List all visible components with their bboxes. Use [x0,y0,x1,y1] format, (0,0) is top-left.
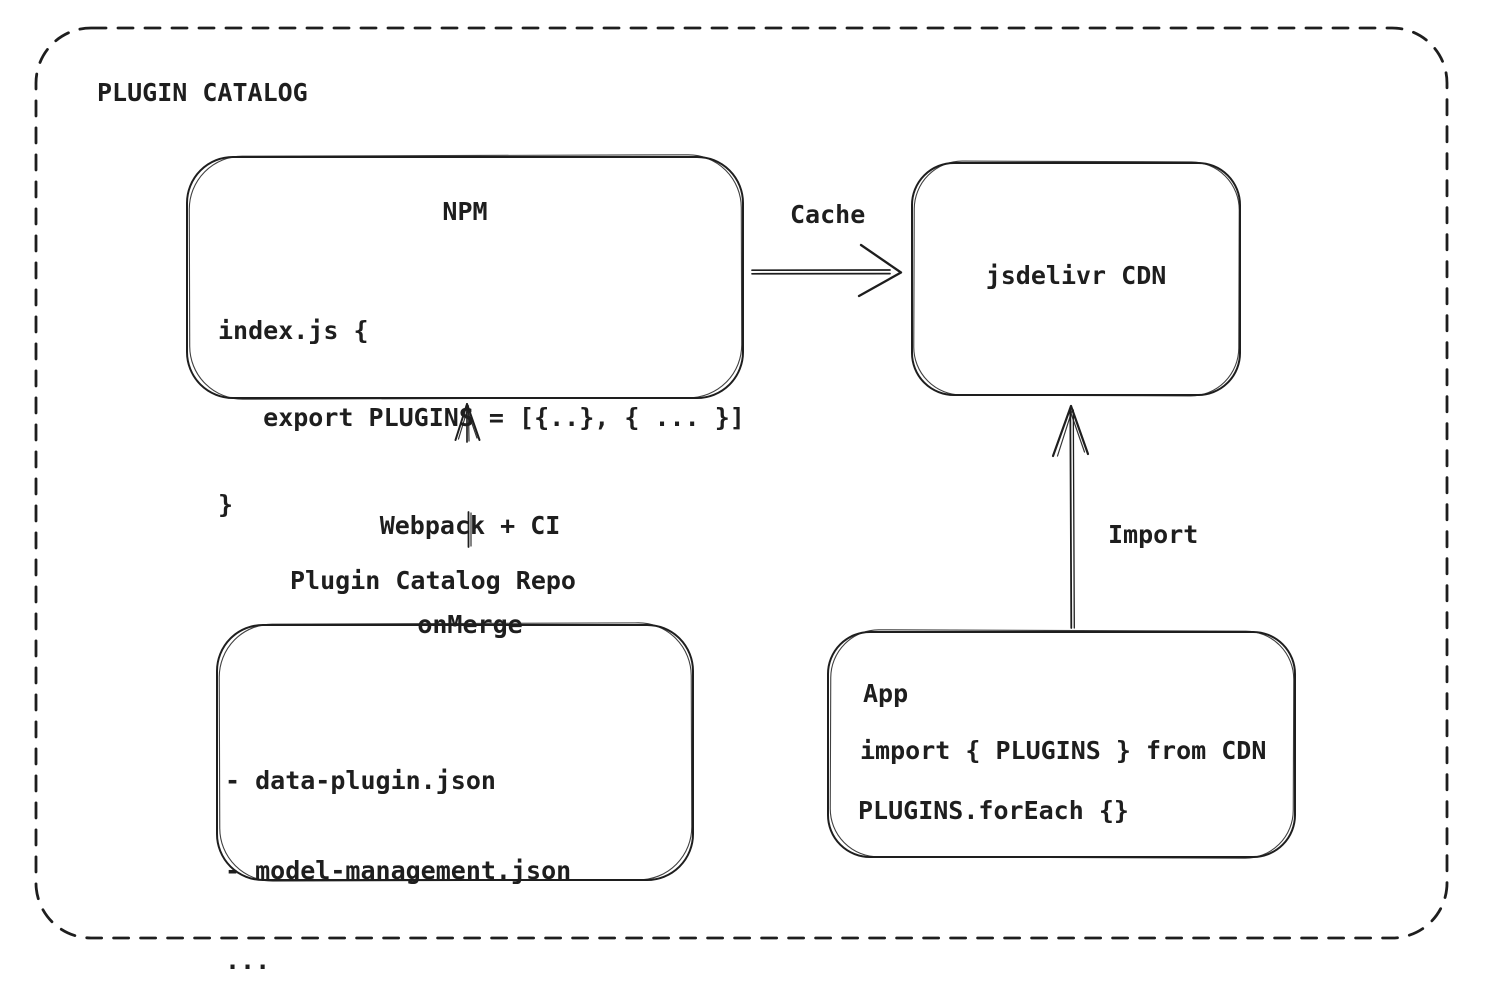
npm-code-line: } [218,490,234,519]
npm-code: index.js { export PLUGINS = [{..}, { ...… [218,258,745,577]
import-arrow-label: Import [1108,520,1199,549]
npm-title: NPM [442,197,488,226]
app-box [827,629,1296,859]
npm-box [186,154,744,400]
build-arrow-label: Webpack + CI onMerge [350,443,590,707]
repo-file-item: ... [225,946,271,975]
npm-code-line: export PLUGINS = [{..}, { ... }] [218,403,745,432]
catalog-boundary [34,26,1449,940]
app-title: App [863,679,909,708]
build-arrow-label-line1: Webpack + CI [379,511,561,540]
app-code-line: PLUGINS.forEach {} [858,796,1129,825]
cache-arrow-label: Cache [790,200,866,229]
import-arrow [1051,404,1090,629]
repo-file-list: - data-plugin.json - model-management.js… [225,706,571,1002]
cdn-box [911,160,1241,397]
repo-box [216,622,694,882]
npm-code-line: index.js { [218,316,369,345]
cache-arrow [751,243,903,298]
app-code-line: import { PLUGINS } from CDN [860,736,1267,765]
build-arrow [454,403,481,548]
repo-file-item: - data-plugin.json [225,766,496,795]
cdn-label: jsdelivr CDN [985,261,1167,290]
repo-title: Plugin Catalog Repo [290,566,576,595]
diagram-title: PLUGIN CATALOG [97,78,308,107]
build-arrow-label-line2: onMerge [417,610,523,639]
repo-file-item: - model-management.json [225,856,572,885]
